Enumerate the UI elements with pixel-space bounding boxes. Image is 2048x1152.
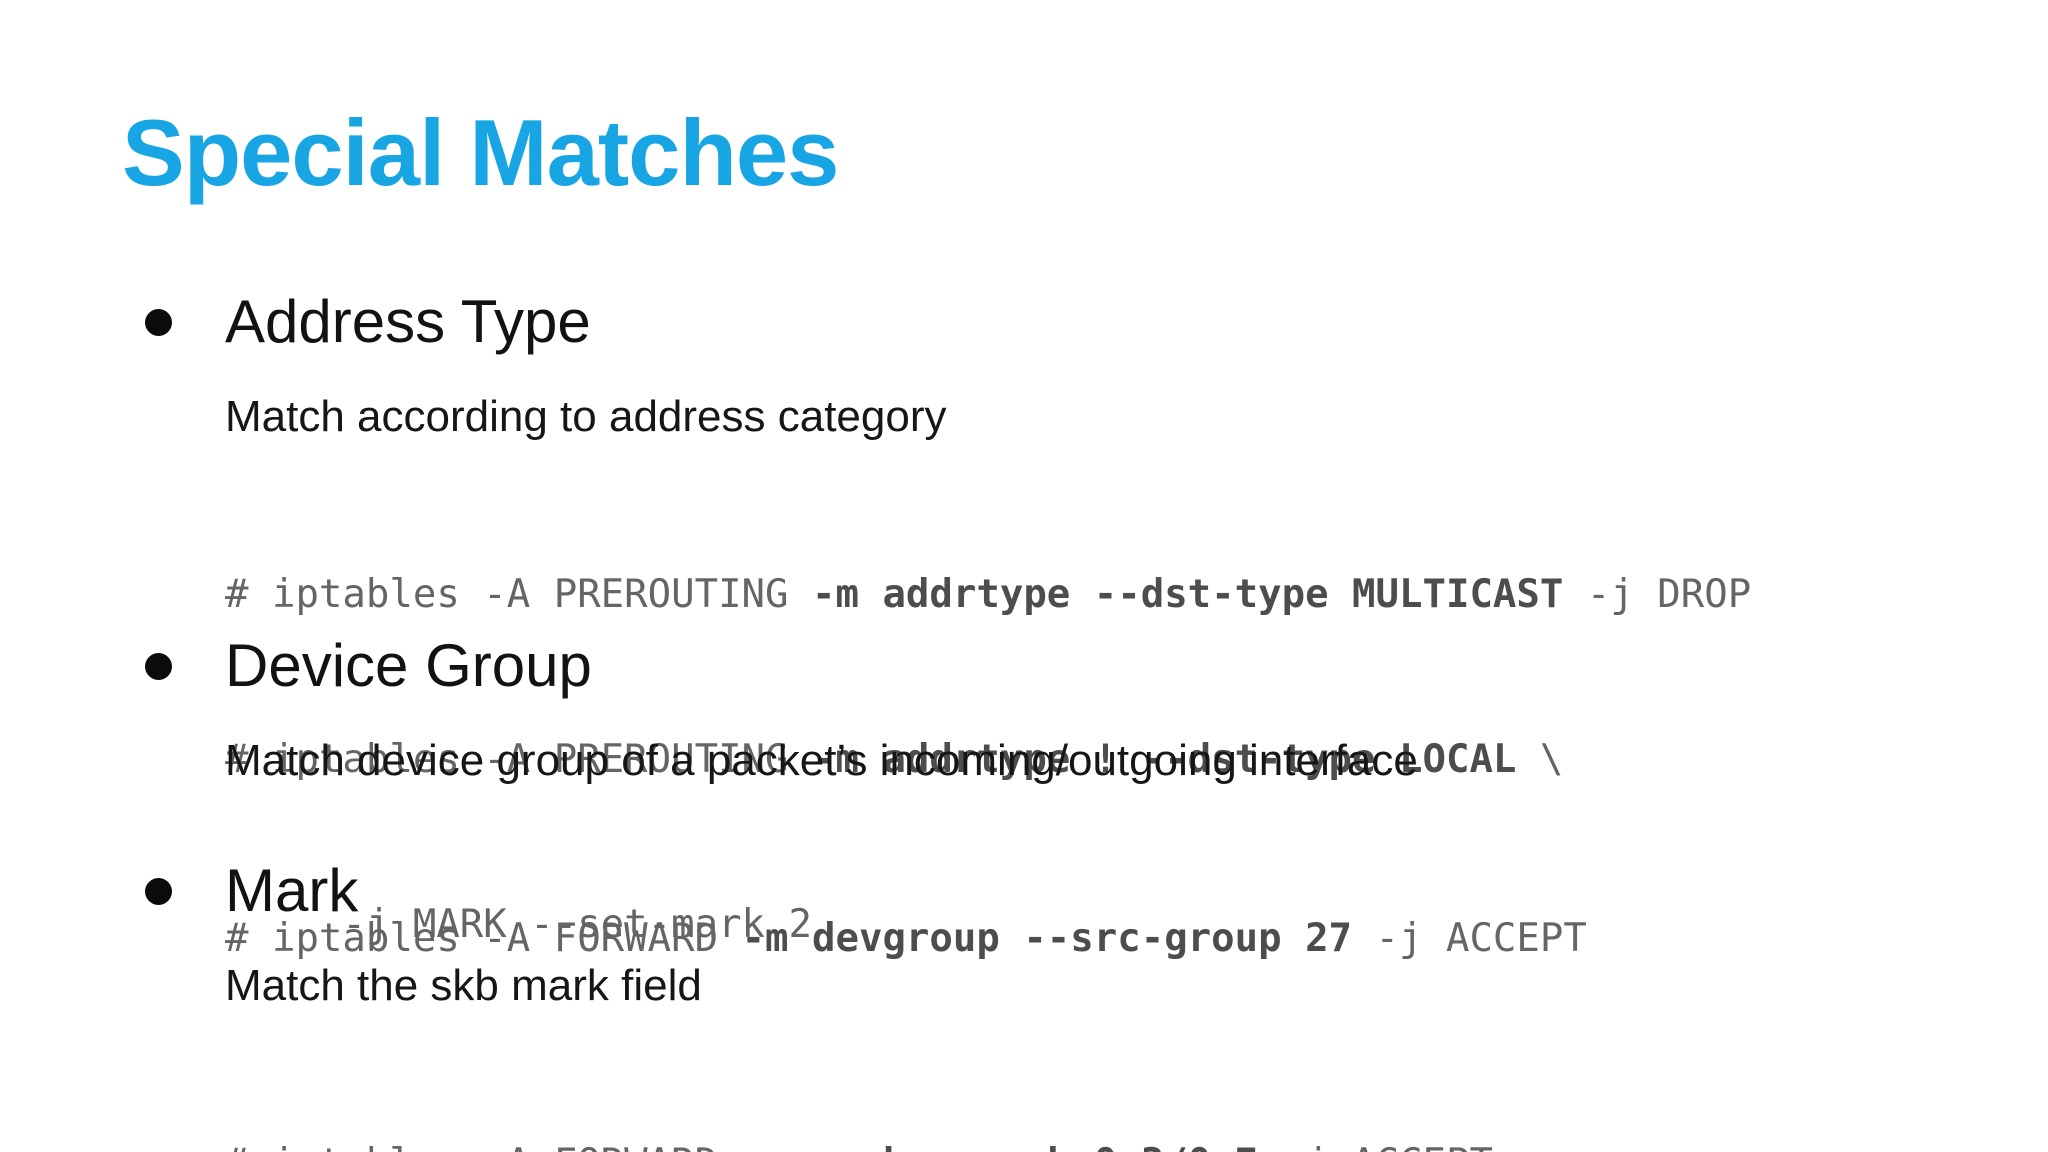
code-segment-bold: -m mark --mark 0x3/0x7 [742, 1141, 1259, 1152]
bullet-icon [145, 309, 172, 336]
section-heading: Device Group [225, 632, 592, 699]
bullet-icon [145, 653, 172, 680]
code-line: # iptables -A PREROUTING -m addrtype ! -… [225, 732, 2008, 787]
section-heading: Mark [225, 857, 359, 924]
section-description: Match according to address category [225, 392, 947, 441]
code-segment-bold: -m addrtype ! --dst-type LOCAL [812, 737, 1517, 782]
code-line: # iptables -A FORWARD -m devgroup --src-… [225, 911, 2008, 966]
section-description: Match device group of a packet’s incomin… [225, 736, 1418, 785]
code-segment: \ [1516, 737, 1564, 782]
section-address-type: Address Type Match according to address … [145, 292, 2008, 1062]
code-segment: -j ACCEPT [1352, 916, 1587, 961]
section-heading-row: Device Group [145, 636, 2008, 696]
code-line: -j MARK --set-mark 2 [225, 897, 2008, 952]
code-segment: -j ACCEPT [1258, 1141, 1493, 1152]
code-segment: # iptables -A PREROUTING [225, 737, 812, 782]
section-heading-row: Mark [145, 861, 2008, 921]
code-segment: -j MARK --set-mark 2 [225, 902, 812, 947]
section-description: Match the skb mark field [225, 961, 702, 1010]
section-heading: Address Type [225, 288, 591, 355]
bullet-icon [145, 878, 172, 905]
code-segment-bold: -m devgroup --src-group 27 [741, 916, 1353, 961]
section-device-group: Device Group Match device group of a pac… [145, 636, 2008, 1076]
section-heading-row: Address Type [145, 292, 2008, 352]
code-line: # iptables -A PREROUTING -m addrtype --d… [225, 567, 2008, 622]
code-segment: # iptables -A FORWARD [225, 1141, 742, 1152]
code-segment: # iptables -A FORWARD [225, 916, 742, 961]
code-block: # iptables -A FORWARD -m mark --mark 0x3… [225, 1026, 2008, 1152]
code-block: # iptables -A PREROUTING -m addrtype --d… [225, 457, 2008, 1062]
code-segment: -j DROP [1563, 572, 1752, 617]
code-segment-bold: -m addrtype --dst-type MULTICAST [812, 572, 1564, 617]
section-mark: Mark Match the skb mark field # iptables… [145, 861, 2008, 1152]
slide-title: Special Matches [122, 100, 839, 205]
code-segment: # iptables -A PREROUTING [225, 572, 812, 617]
code-block: # iptables -A FORWARD -m devgroup --src-… [225, 801, 2008, 1076]
code-line: # iptables -A FORWARD -m mark --mark 0x3… [225, 1136, 2008, 1152]
